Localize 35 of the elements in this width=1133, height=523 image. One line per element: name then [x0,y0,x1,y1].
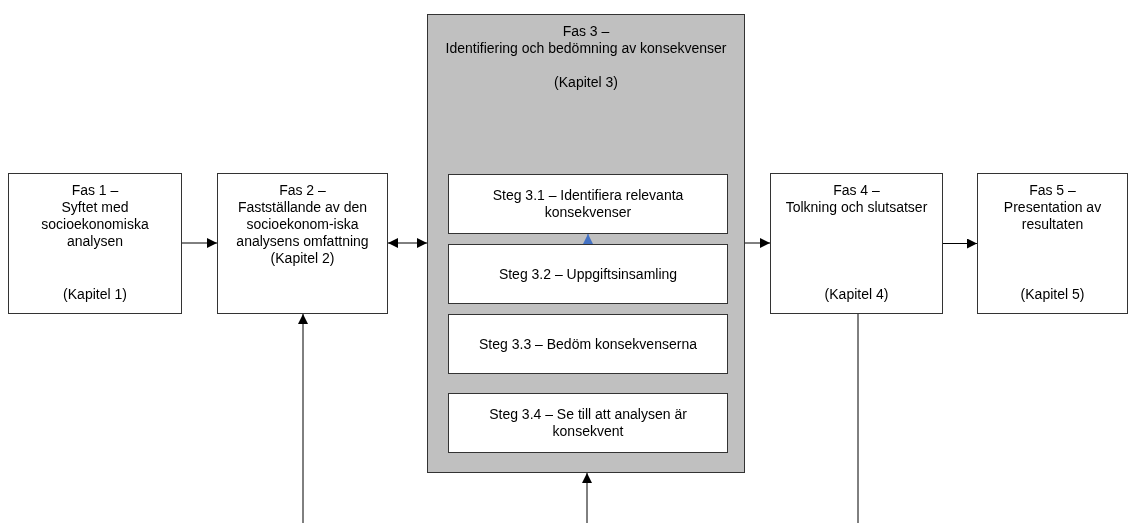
node-text: Identifiering och bedömning av konsekvenser [445,40,727,57]
phase-title: Fas 3 – [562,23,610,40]
arrow [181,238,218,248]
phase-box [8,173,182,314]
arrow [942,238,978,249]
node-text: Presentation av resultaten [1002,199,1103,233]
node-text: Syftet med socioekonomiska analysen [40,199,150,250]
node-text: Steg 3.2 – Uppgiftsinsamling [498,265,678,283]
node-text: Fastställande av den socioekonom-iska analysens omfattning [235,199,370,250]
phase-title: Fas 1 – [71,182,119,199]
step-box [448,314,728,374]
node-text: Steg 3.1 – Identifiera relevanta konsekvenser [491,187,685,221]
step-box [448,393,728,453]
phase-box [217,173,388,314]
phase-title: Fas 2 – [279,182,326,199]
node-text: (Kapitel 5) [1020,286,1085,303]
node-text: (Kapitel 4) [824,286,889,303]
arrow [298,313,308,523]
step-box [448,174,728,234]
phase-box [770,173,943,314]
node-text: (Kapitel 2) [270,250,335,267]
node-text: Tolkning och slutsatser [785,199,928,216]
node-text: (Kapitel 3) [554,74,618,91]
arrow [582,472,592,523]
arrow [583,233,593,245]
phase-title: Fas 5 – [1029,182,1076,199]
node-text: Steg 3.3 – Bedöm konsekvenserna [479,335,697,353]
phase-box [977,173,1128,314]
arrow [744,238,771,248]
phase-group-box [427,14,745,473]
node-text: (Kapitel 1) [63,286,127,303]
node-text: Steg 3.4 – Se till att analysen är konsekvent [488,406,688,440]
phase-title: Fas 4 – [833,182,880,199]
step-box [448,244,728,304]
arrow [387,238,428,248]
